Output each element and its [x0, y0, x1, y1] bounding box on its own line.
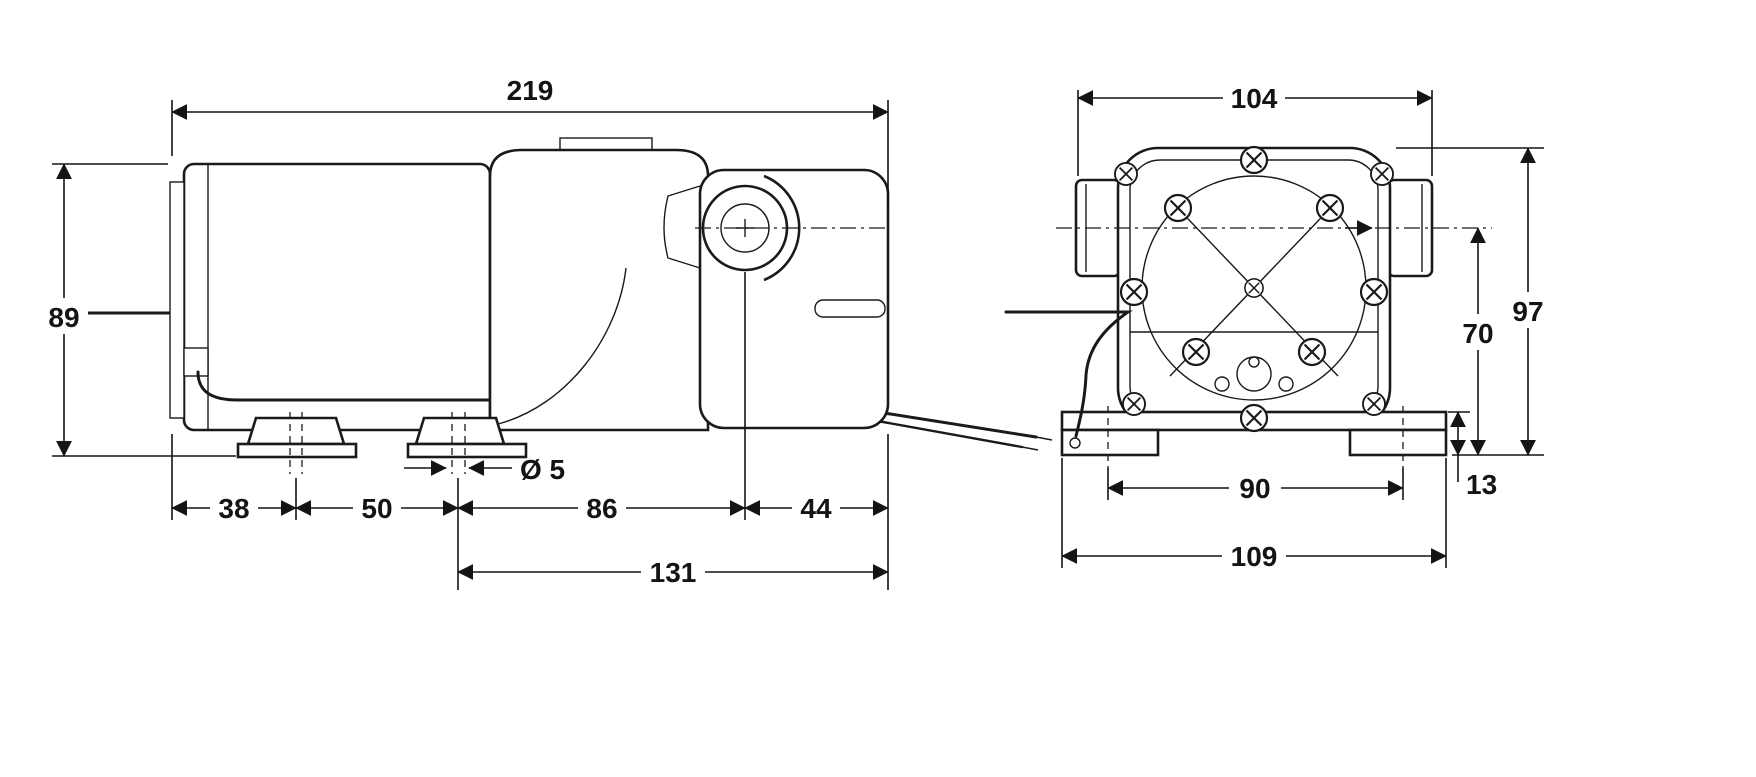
- base-foot-right: [1348, 428, 1448, 457]
- screw-icon: [1359, 277, 1389, 307]
- motor-end-cap: [169, 181, 185, 419]
- screw-icon: [1370, 162, 1394, 186]
- front-foot: [246, 416, 346, 446]
- screw-icon: [1362, 392, 1386, 416]
- port-bracket: [663, 185, 701, 269]
- screw-icon: [1122, 392, 1146, 416]
- dim-overall-length-label: 219: [507, 75, 554, 106]
- rear-foot-base: [406, 442, 528, 459]
- dim-port-centerline-height: 70: [1452, 227, 1504, 456]
- screw-icon: [1239, 145, 1269, 175]
- cable-tip: [1035, 436, 1053, 441]
- motor-terminal: [183, 347, 209, 377]
- dim-foot-to-port-label: 86: [586, 493, 617, 524]
- mounting-feet: [236, 412, 528, 474]
- dim-base-height: 13: [1448, 411, 1497, 500]
- dim-foot-front-offset-label: 38: [218, 493, 249, 524]
- dim-mount-hole-spacing-label: 90: [1239, 473, 1270, 504]
- front-foot-base: [236, 442, 358, 459]
- front-power-wire: [1004, 310, 1133, 438]
- pump-head-housing: [488, 148, 710, 432]
- dim-port-to-rear-label: 44: [800, 493, 832, 524]
- side-view: 219 89 38: [40, 75, 1053, 590]
- dim-overall-height-label: 89: [48, 302, 79, 333]
- screw-icon: [1239, 403, 1269, 433]
- dim-base-height-label: 13: [1466, 469, 1497, 500]
- screw-icon: [1114, 162, 1138, 186]
- pressure-switch-detail: [1214, 356, 1294, 392]
- dim-bottom-chain: 38 50 86 44: [171, 272, 889, 590]
- dim-port-centerline-height-label: 70: [1462, 318, 1493, 349]
- screw-icon: [1244, 278, 1264, 298]
- screw-icon: [1297, 337, 1327, 367]
- cable-tip: [1021, 446, 1039, 451]
- dim-foot-to-rear: 131: [457, 556, 889, 588]
- dim-port-span: 104: [1077, 82, 1433, 176]
- screw-icon: [1119, 277, 1149, 307]
- dim-foot-to-rear-label: 131: [650, 557, 697, 588]
- dim-base-width: 109: [1061, 458, 1447, 572]
- rear-groove: [814, 299, 886, 318]
- front-view-dimensions: 104 97 70 13: [1061, 82, 1554, 572]
- dim-overall-height-front: 97: [1396, 147, 1554, 456]
- wire-connector-tip: [1069, 437, 1081, 449]
- front-view-artwork: [1004, 145, 1492, 468]
- screw-icon: [1163, 193, 1193, 223]
- dim-overall-length: 219: [171, 75, 889, 204]
- side-view-artwork: [86, 137, 1053, 474]
- rear-foot: [414, 416, 506, 446]
- base-foot-left: [1060, 428, 1160, 457]
- dim-base-width-label: 109: [1231, 541, 1278, 572]
- screw-icon: [1181, 337, 1211, 367]
- front-view: 104 97 70 13: [1004, 82, 1554, 572]
- screw-icon: [1315, 193, 1345, 223]
- port-clamp: [763, 174, 801, 282]
- dim-mount-hole-label: Ø 5: [520, 454, 565, 485]
- dim-foot-spacing-label: 50: [361, 493, 392, 524]
- dim-port-span-label: 104: [1231, 83, 1278, 114]
- dim-overall-height-front-label: 97: [1512, 296, 1543, 327]
- dim-mount-hole: Ø 5: [404, 454, 565, 485]
- pump-head-contour: [497, 267, 627, 425]
- dim-mount-hole-spacing: 90: [1107, 468, 1404, 504]
- motor-body: [182, 162, 492, 432]
- dim-overall-height: 89: [40, 163, 236, 457]
- side-view-dimensions: 219 89 38: [40, 75, 889, 590]
